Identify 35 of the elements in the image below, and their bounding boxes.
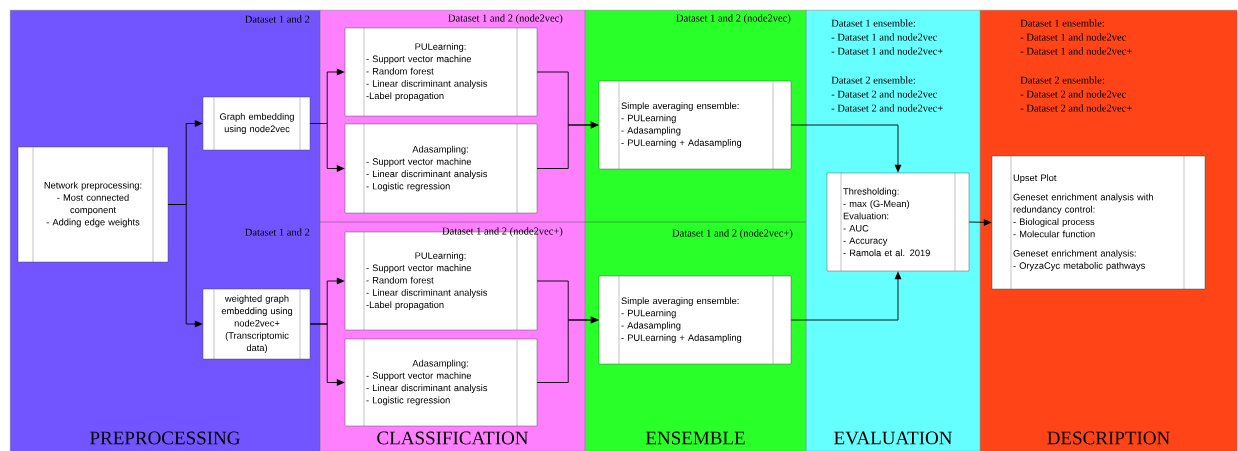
process-box: Graph embedding using node2vec — [202, 96, 311, 151]
dataset-label: - Dataset 2 and node2vec — [831, 90, 937, 98]
process-box: weighted graph embedding using node2vec+ (Transcriptomic data) — [202, 288, 311, 360]
dataset-label: - Dataset 2 and node2vec — [1020, 90, 1126, 98]
dataset-label: - Dataset 2 and node2vec+ — [1020, 104, 1132, 112]
dataset-label: Dataset 1 and 2 — [245, 228, 310, 236]
dataset-label: Dataset 2 ensemble: — [1020, 76, 1104, 84]
arrow — [790, 124, 902, 173]
process-box: Simple averaging ensemble: - PULearning - Adasampling - PULearning + Adasampling — [598, 275, 792, 365]
dataset-label: - Dataset 2 and node2vec+ — [831, 104, 943, 112]
dataset-label: Dataset 1 and 2 (node2vec) — [676, 14, 791, 24]
arrow — [536, 316, 599, 383]
process-box: Simple averaging ensemble: - PULearning - Adasampling - PULearning + Adasampling — [598, 80, 792, 170]
dataset-label: - Dataset 1 and node2vec — [831, 33, 937, 41]
dataset-label: Dataset 1 ensemble: — [1020, 19, 1104, 27]
arrow — [536, 121, 599, 169]
dataset-label: Dataset 1 and 2 — [245, 15, 310, 23]
dataset-label: Dataset 2 ensemble: — [831, 76, 915, 84]
arrow — [309, 123, 345, 172]
arrow — [790, 271, 902, 321]
dataset-label: Dataset 1 and 2 (node2vec+) — [672, 229, 793, 239]
method-box: Adasampling: - Support vector machine - Linear discriminant analysis - Logistic regression — [344, 338, 538, 427]
dataset-label: - Dataset 1 and node2vec+ — [1020, 47, 1132, 55]
method-box: Adasampling: - Support vector machine - Linear discriminant analysis - Logistic regression — [344, 123, 538, 214]
process-box: Network preprocessing: - Most connected component - Adding edge weights — [17, 146, 169, 263]
arrow — [968, 219, 992, 226]
dataset-label: Dataset 1 ensemble: — [831, 19, 915, 27]
process-box: Thresholding: - max (G-Mean) Evaluation: - AUC - Accuracy - Ramola et al. 2019 — [826, 172, 970, 272]
method-box: PULearning: - Support vector machine - Random forest - Linear discriminant analysis -Label propagation — [344, 27, 538, 117]
arrow — [309, 323, 345, 386]
process-box: Upset Plot Geneset enrichment analysis with redundancy control: - Biological process - Molecular function Geneset enrichment analysis: - OryzaCyc metabolic pathways — [991, 155, 1206, 290]
dataset-label: Dataset 1 and 2 (node2vec) — [448, 14, 563, 24]
arrow — [167, 204, 203, 328]
dataset-label: - Dataset 1 and node2vec — [1020, 33, 1126, 41]
dataset-label: - Dataset 1 and node2vec+ — [831, 47, 943, 55]
